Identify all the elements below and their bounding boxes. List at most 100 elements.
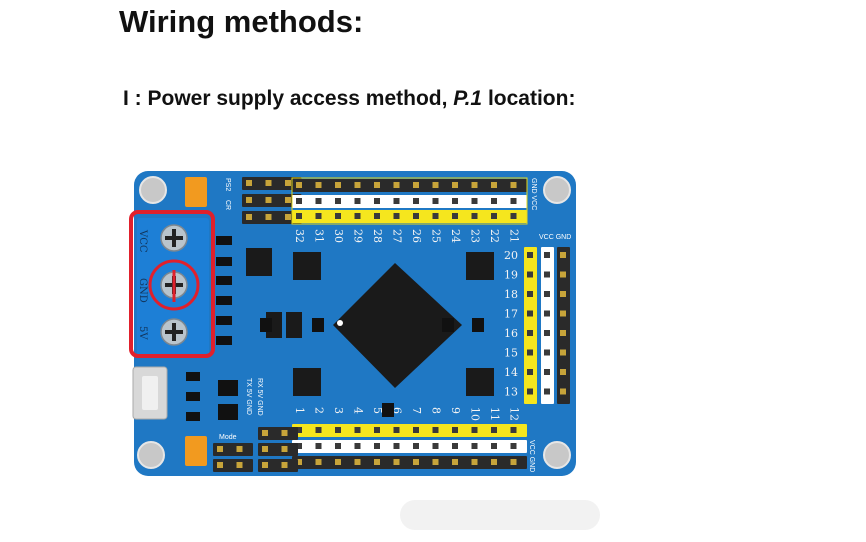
header-pin	[560, 291, 566, 297]
header-pin	[217, 462, 223, 468]
header-pin	[246, 180, 252, 186]
right-header-black	[557, 247, 570, 404]
ic-chip	[466, 368, 494, 396]
header-pin	[374, 459, 380, 465]
smd-transistor	[218, 380, 238, 396]
header-pin	[491, 198, 497, 204]
mounting-holes	[137, 176, 571, 469]
header-pin	[544, 291, 550, 297]
pin-number: 29	[352, 229, 365, 243]
terminal-label: GND	[137, 278, 148, 303]
right-header-yellow	[524, 247, 537, 404]
header-pin	[527, 252, 533, 258]
header-pin	[281, 430, 288, 436]
header-pin	[296, 213, 302, 219]
terminal-label: VCC	[137, 229, 148, 253]
pin-number: 22	[488, 229, 501, 243]
header-pin	[393, 213, 400, 219]
header-pin	[281, 462, 288, 468]
pin-number: 11	[488, 407, 501, 421]
pin-number: 30	[332, 229, 345, 243]
header-pin	[560, 252, 566, 258]
pin-number: 26	[410, 229, 423, 243]
header-pin	[432, 427, 439, 433]
pin-number: 24	[449, 229, 462, 243]
header-pin	[471, 213, 478, 219]
header-pin	[491, 213, 497, 219]
header-pin	[544, 330, 550, 336]
bottom-header-white	[292, 440, 527, 453]
header-pin	[413, 443, 419, 449]
header-pin	[432, 443, 439, 449]
pin-number: 21	[508, 229, 521, 243]
header-pin	[544, 388, 550, 395]
header-pin	[527, 271, 533, 278]
mounting-hole-icon	[543, 441, 571, 469]
header-pin	[265, 214, 272, 220]
smd-resistor	[216, 276, 232, 285]
smd-resistor	[216, 236, 232, 245]
header-pin	[432, 182, 439, 188]
header-pin	[471, 198, 478, 204]
smd-resistor	[216, 336, 232, 345]
smd-resistor	[216, 257, 232, 266]
pin-number: 32	[293, 229, 306, 243]
ic-chip	[286, 312, 302, 338]
bottom-header-yellow	[292, 424, 527, 437]
mounting-hole-icon	[137, 441, 165, 469]
vcc-gnd-right-label: VCC GND	[539, 234, 571, 241]
header-pin	[510, 427, 517, 433]
header-pin	[560, 310, 566, 317]
header-pin	[236, 462, 243, 468]
header-pin	[544, 310, 550, 317]
header-pin	[527, 310, 533, 317]
header-pin	[560, 369, 566, 375]
header-pin	[246, 214, 252, 220]
serial-label-2: TX 5V GND	[245, 378, 252, 415]
header-pin	[393, 182, 400, 188]
header-pin	[335, 213, 341, 219]
ic-chip	[293, 252, 321, 280]
header-pin	[296, 443, 302, 449]
pin-number: 19	[504, 269, 518, 282]
pin-number: 3	[332, 407, 345, 414]
header-pin	[374, 213, 380, 219]
terminal-labels: VCC GND 5V	[137, 229, 148, 340]
header-pin	[354, 427, 361, 433]
smd-capacitor	[312, 318, 324, 332]
header-pin	[265, 197, 272, 203]
mounting-hole-icon	[543, 176, 571, 204]
header-pin	[315, 427, 322, 433]
header-pin	[335, 198, 341, 204]
pin-number: 10	[469, 407, 482, 421]
ps2-header	[242, 177, 302, 224]
header-pin	[335, 459, 341, 465]
header-pin	[544, 369, 550, 375]
smd-capacitor	[472, 318, 484, 332]
header-pin	[281, 446, 288, 452]
header-pin	[315, 182, 322, 188]
header-pin	[393, 459, 400, 465]
header-pin	[296, 182, 302, 188]
header-pin	[560, 271, 566, 278]
header-pin	[262, 430, 268, 436]
header-pin	[452, 459, 458, 465]
header-pin	[285, 197, 291, 203]
header-pin	[315, 198, 322, 204]
header-pin	[471, 182, 478, 188]
right-header-columns	[524, 247, 570, 404]
header-pin	[217, 446, 223, 452]
header-pin	[413, 198, 419, 204]
bottom-header-rows	[292, 424, 527, 469]
terminal-label: 5V	[137, 326, 148, 340]
header-pin	[527, 388, 533, 395]
ic-chip	[246, 248, 272, 276]
mode-header	[213, 427, 298, 472]
top-header-rows	[291, 177, 528, 225]
subtitle-suffix: location:	[487, 87, 576, 110]
header-pin	[374, 443, 380, 449]
pin-number: 17	[504, 308, 518, 321]
header-pin	[262, 446, 268, 452]
